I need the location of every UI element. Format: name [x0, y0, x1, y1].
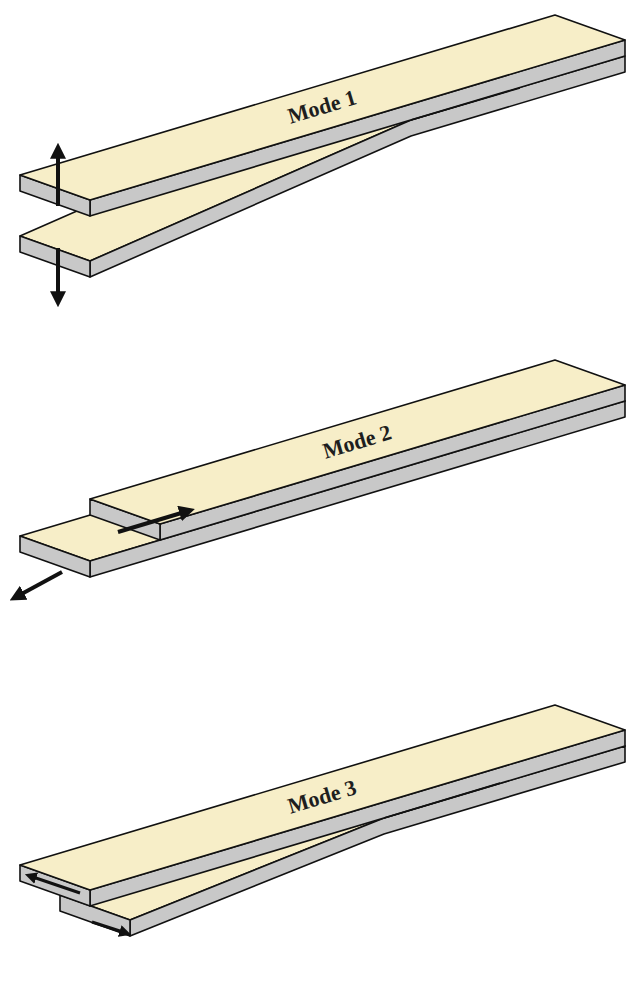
mode1-specimen — [20, 15, 625, 300]
mode3-specimen — [20, 705, 625, 936]
mode2-specimen — [16, 360, 625, 597]
